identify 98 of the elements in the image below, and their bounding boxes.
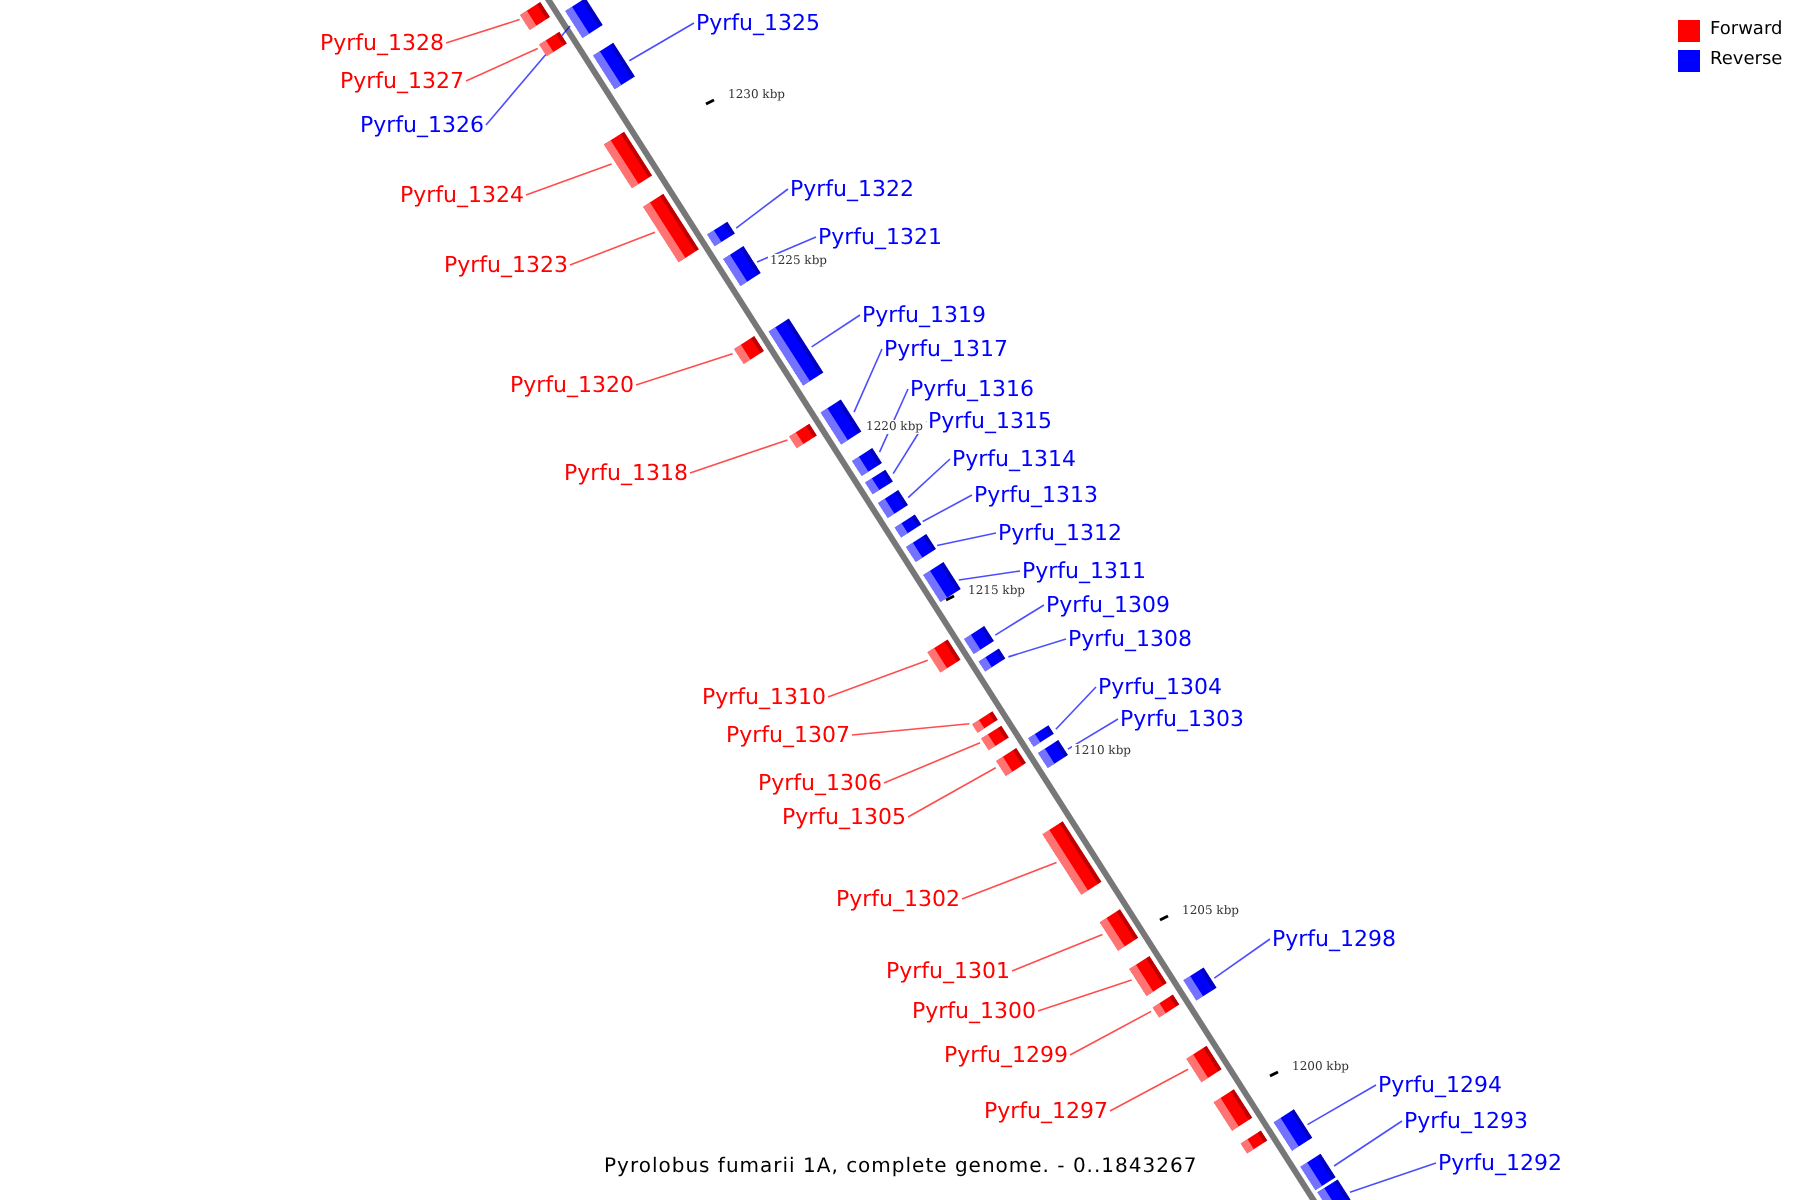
gene-label: Pyrfu_1298 bbox=[1272, 926, 1397, 952]
gene-label: Pyrfu_1316 bbox=[910, 376, 1035, 402]
leader-line bbox=[465, 47, 539, 82]
caption: Pyrolobus fumarii 1A, complete genome. - 0..1843267 bbox=[604, 1156, 1198, 1178]
leader-line bbox=[628, 22, 695, 62]
gene-block bbox=[789, 424, 817, 450]
leader-line bbox=[756, 236, 817, 263]
leader-line bbox=[1037, 979, 1133, 1012]
gene-block bbox=[1301, 1152, 1337, 1190]
gene-label: Pyrfu_1300 bbox=[911, 998, 1036, 1024]
gene-label: Pyrfu_1305 bbox=[781, 804, 906, 830]
gene-block bbox=[564, 0, 603, 38]
gene-label: Pyrfu_1328 bbox=[319, 30, 444, 56]
gene-block bbox=[820, 398, 862, 444]
gene-label: Pyrfu_1321 bbox=[818, 224, 943, 250]
leader-line bbox=[569, 231, 656, 266]
leader-line bbox=[1306, 1084, 1377, 1126]
leader-line bbox=[921, 494, 973, 523]
legend-label: Reverse bbox=[1710, 50, 1783, 72]
leader-line bbox=[735, 188, 789, 229]
leader-line bbox=[445, 18, 521, 44]
leader-line bbox=[1007, 638, 1067, 658]
gene-label: Pyrfu_1317 bbox=[884, 336, 1009, 362]
gene-label: Pyrfu_1293 bbox=[1404, 1108, 1529, 1134]
gene-block bbox=[878, 489, 909, 518]
leader-line bbox=[689, 439, 789, 474]
gene-label: Pyrfu_1301 bbox=[885, 958, 1010, 984]
leader-line bbox=[961, 861, 1058, 900]
leader-line bbox=[1213, 938, 1271, 979]
gene-label: Pyrfu_1294 bbox=[1378, 1072, 1503, 1098]
leader-line bbox=[1333, 1120, 1403, 1167]
gene-label: Pyrfu_1303 bbox=[1120, 706, 1245, 732]
gene-label: Pyrfu_1326 bbox=[359, 112, 484, 138]
gene-label: Pyrfu_1315 bbox=[928, 408, 1053, 434]
gene-label: Pyrfu_1318 bbox=[563, 460, 688, 486]
gene-block bbox=[1128, 956, 1167, 997]
leader-line bbox=[851, 723, 971, 736]
leader-line bbox=[1011, 933, 1104, 972]
gene-label: Pyrfu_1292 bbox=[1438, 1150, 1563, 1176]
leader-line bbox=[994, 604, 1045, 636]
gene-label: Pyrfu_1322 bbox=[790, 176, 915, 202]
gene-label: Pyrfu_1312 bbox=[998, 520, 1123, 546]
leader-line bbox=[1349, 1162, 1437, 1193]
leader-line bbox=[1067, 718, 1119, 750]
gene-label: Pyrfu_1304 bbox=[1098, 674, 1223, 700]
leader-line bbox=[1109, 1068, 1189, 1112]
gene-label: Pyrfu_1327 bbox=[339, 68, 464, 94]
gene-block bbox=[1037, 739, 1068, 768]
gene-block bbox=[851, 447, 882, 476]
leader-line bbox=[635, 353, 734, 386]
leader-line bbox=[936, 532, 997, 547]
gene-block bbox=[964, 625, 995, 654]
gene-label: Pyrfu_1314 bbox=[952, 446, 1077, 472]
leader-line bbox=[853, 348, 883, 413]
leader-line bbox=[907, 458, 951, 499]
gene-label: Pyrfu_1313 bbox=[974, 482, 1099, 508]
gene-label: Pyrfu_1311 bbox=[1022, 558, 1147, 584]
gene-block bbox=[1272, 1108, 1312, 1150]
gene-label: Pyrfu_1310 bbox=[701, 684, 826, 710]
gene-label: Pyrfu_1323 bbox=[443, 252, 568, 278]
gene-block bbox=[972, 712, 999, 734]
legend-label: Forward bbox=[1710, 20, 1783, 42]
leader-line bbox=[958, 570, 1021, 581]
gene-block bbox=[520, 2, 551, 31]
gene-block bbox=[539, 32, 568, 58]
gene-block bbox=[1239, 1131, 1267, 1155]
gene-block bbox=[865, 468, 893, 494]
gene-block bbox=[995, 748, 1026, 777]
gene-label: Pyrfu_1307 bbox=[725, 722, 850, 748]
leader-line bbox=[827, 659, 929, 698]
leader-line bbox=[1069, 1010, 1152, 1056]
gene-block bbox=[593, 41, 635, 89]
gene-label: Pyrfu_1320 bbox=[509, 372, 634, 398]
gene-label: Pyrfu_1297 bbox=[983, 1098, 1108, 1124]
leader-line bbox=[1055, 686, 1097, 730]
gene-label: Pyrfu_1324 bbox=[399, 182, 524, 208]
gene-label: Pyrfu_1302 bbox=[835, 886, 960, 912]
gene-block bbox=[926, 640, 960, 674]
gene-label: Pyrfu_1308 bbox=[1068, 626, 1193, 652]
gene-block bbox=[1028, 724, 1054, 746]
gene-block bbox=[893, 513, 921, 537]
leader-line bbox=[485, 25, 571, 126]
gene-label: Pyrfu_1319 bbox=[862, 302, 987, 328]
gene-label: Pyrfu_1325 bbox=[696, 10, 821, 36]
leader-line bbox=[810, 314, 861, 348]
leader-line bbox=[525, 163, 613, 196]
gene-block bbox=[979, 647, 1006, 671]
gene-block bbox=[722, 245, 761, 286]
gene-block bbox=[1185, 1046, 1222, 1084]
gene-block bbox=[981, 726, 1010, 752]
gene-block bbox=[1182, 966, 1216, 1000]
gene-label: Pyrfu_1299 bbox=[943, 1042, 1068, 1068]
gene-label: Pyrfu_1309 bbox=[1046, 592, 1171, 618]
gene-block bbox=[1153, 995, 1180, 1019]
leader-line bbox=[883, 741, 981, 784]
gene-block bbox=[707, 220, 735, 246]
gene-label: Pyrfu_1306 bbox=[757, 770, 882, 796]
gene-block bbox=[906, 533, 937, 562]
